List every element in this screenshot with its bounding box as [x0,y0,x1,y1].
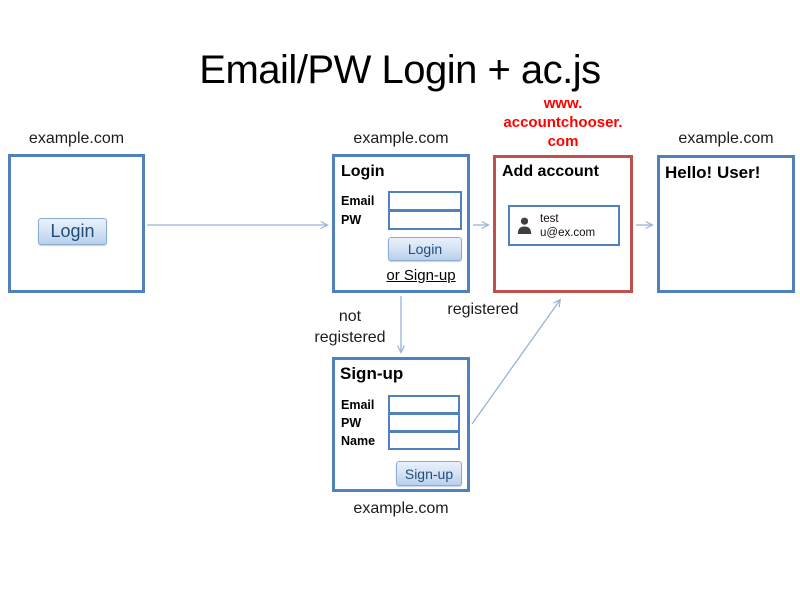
email-label: Email [341,194,375,208]
signup-name-input[interactable] [388,431,460,450]
signup-window: Sign-up Email PW Name Sign-up [332,357,470,492]
page-title: Email/PW Login + ac.js [199,48,601,92]
accountchooser-window: Add account test u@ex.com [493,155,633,293]
site-label-browser1: example.com [28,130,125,147]
not-registered-line2: registered [314,329,386,346]
add-account-heading: Add account [502,163,599,180]
site-label-browser2: example.com [353,130,449,147]
signup-pw-label: PW [341,416,362,430]
signup-submit-button[interactable]: Sign-up [396,461,462,486]
pw-label: PW [341,213,362,227]
signup-email-label: Email [341,398,375,412]
signup-name-label: Name [341,434,376,448]
account-name: test [540,212,559,225]
account-text: test u@ex.com [540,212,595,240]
or-signup-link[interactable]: or Sign-up [386,267,456,284]
accountchooser-url-label: www. accountchooser. com [483,94,643,151]
browser2-window: Login Email PW Login or Sign-up [332,154,470,293]
not-registered-line1: not [338,308,362,325]
signup-pw-input[interactable] [388,413,460,432]
site-label-signup: example.com [353,500,449,517]
signup-email-input[interactable] [388,395,460,414]
browser3-window: Hello! User! [657,155,795,293]
signup-heading: Sign-up [340,364,404,383]
person-icon [517,217,532,235]
site-label-browser3: example.com [678,130,774,147]
pw-input[interactable] [388,210,462,230]
not-registered-annotation: not registered [314,306,386,348]
login-form-heading: Login [341,163,385,180]
login-button-initial[interactable]: Login [38,218,107,245]
accountchooser-url-line1: www. [543,95,583,112]
greeting-text: Hello! User! [665,163,761,182]
accountchooser-url-line2: accountchooser. [503,114,623,131]
email-input[interactable] [388,191,462,211]
registered-annotation: registered [447,301,519,318]
account-entry[interactable]: test u@ex.com [508,205,620,246]
login-submit-button[interactable]: Login [388,237,462,261]
accountchooser-url-line3: com [547,133,579,150]
account-email: u@ex.com [540,226,596,239]
browser1-window: Login [8,154,145,293]
